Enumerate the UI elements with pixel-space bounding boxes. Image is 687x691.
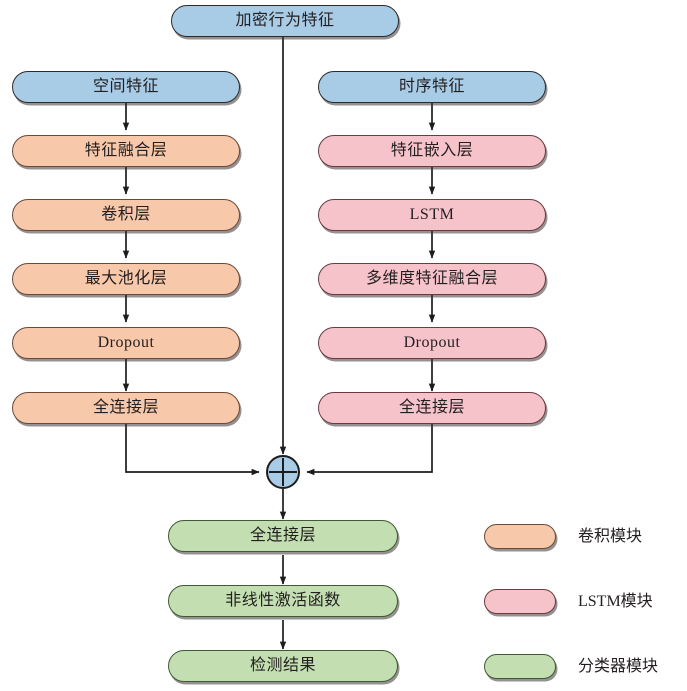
edge-right-to-merge <box>306 424 433 476</box>
legend-label-lstm: LSTM模块 <box>578 593 653 610</box>
node-label: 特征融合层 <box>84 142 168 159</box>
node-label: 特征嵌入层 <box>390 142 474 159</box>
node-left-maxpool[interactable]: 最大池化层 <box>12 263 240 295</box>
node-label: 时序特征 <box>398 78 465 95</box>
node-label: 多维度特征融合层 <box>365 270 498 287</box>
node-label: 全连接层 <box>249 527 316 544</box>
node-label: 空间特征 <box>92 78 159 95</box>
node-right-dropout[interactable]: Dropout <box>318 327 546 359</box>
node-label: 检测结果 <box>249 657 316 674</box>
node-label: Dropout <box>403 334 461 351</box>
merge-plus-node[interactable] <box>266 455 300 489</box>
node-left-conv[interactable]: 卷积层 <box>12 199 240 231</box>
node-label: 最大池化层 <box>84 270 168 287</box>
node-label: 卷积层 <box>101 206 151 223</box>
node-right-fully-connected[interactable]: 全连接层 <box>318 392 546 424</box>
legend-swatch-conv <box>484 524 556 549</box>
node-left-head[interactable]: 空间特征 <box>12 71 240 103</box>
node-label: LSTM <box>409 206 455 223</box>
node-root[interactable]: 加密行为特征 <box>171 5 399 37</box>
node-tail-detection-result[interactable]: 检测结果 <box>168 650 398 682</box>
node-label: 非线性激活函数 <box>225 592 341 609</box>
legend-label-classifier: 分类器模块 <box>578 658 659 675</box>
edge-left-to-merge <box>125 424 260 476</box>
node-label: 全连接层 <box>92 399 159 416</box>
node-left-dropout[interactable]: Dropout <box>12 327 240 359</box>
node-tail-activation[interactable]: 非线性激活函数 <box>168 585 398 617</box>
node-right-lstm[interactable]: LSTM <box>318 199 546 231</box>
legend-label-conv: 卷积模块 <box>578 528 643 545</box>
node-left-feature-fusion[interactable]: 特征融合层 <box>12 135 240 167</box>
node-tail-fully-connected[interactable]: 全连接层 <box>168 520 398 552</box>
node-right-multidim-fusion[interactable]: 多维度特征融合层 <box>318 263 546 295</box>
legend-swatch-classifier <box>484 654 556 679</box>
legend-swatch-lstm <box>484 589 556 614</box>
node-label: 全连接层 <box>398 399 465 416</box>
node-right-embedding[interactable]: 特征嵌入层 <box>318 135 546 167</box>
node-label: 加密行为特征 <box>235 12 335 29</box>
node-label: Dropout <box>97 334 155 351</box>
node-right-head[interactable]: 时序特征 <box>318 71 546 103</box>
node-left-fully-connected[interactable]: 全连接层 <box>12 392 240 424</box>
